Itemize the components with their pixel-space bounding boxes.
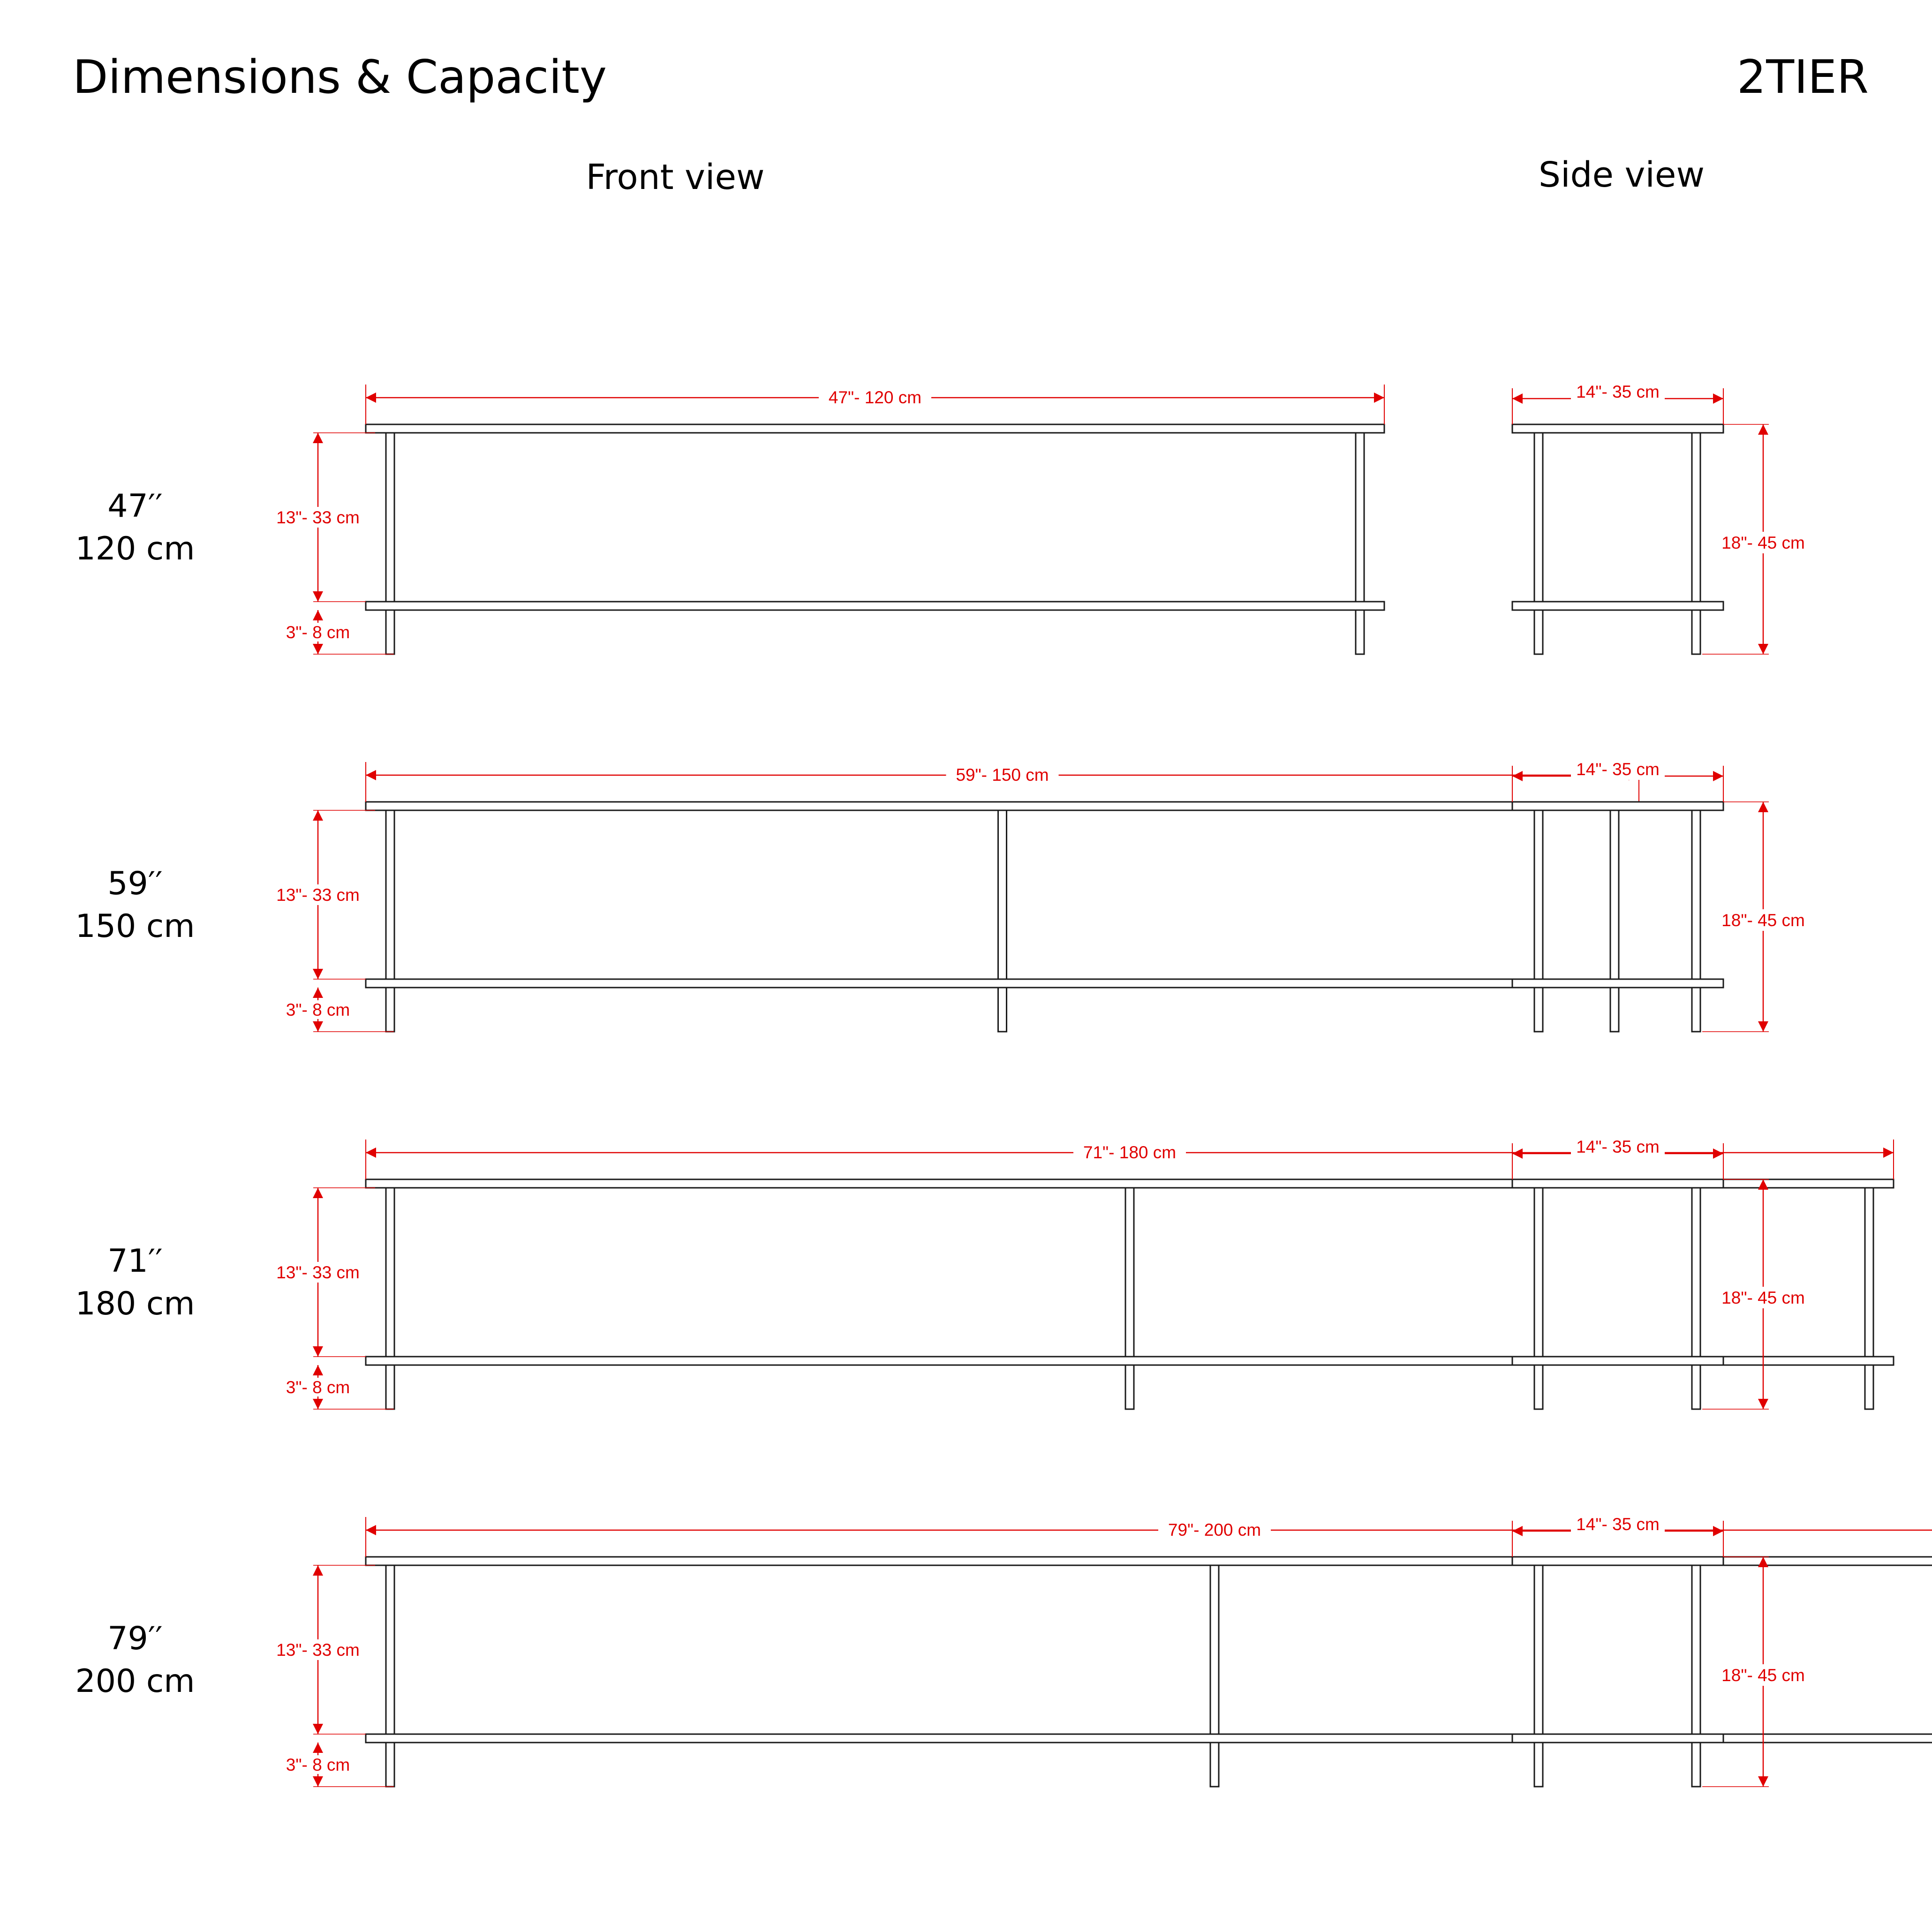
front-top-shelf [365, 801, 1640, 811]
label-backdrop [1571, 1514, 1665, 1535]
size-inches: 59′′ [107, 865, 162, 902]
side-view: 14"- 35 cm 18"- 45 cm [1511, 759, 1810, 1033]
page-title: Dimensions & Capacity [73, 51, 607, 104]
side-leg [1691, 1187, 1701, 1410]
side-leg [1533, 1187, 1544, 1410]
size-inches: 71′′ [107, 1243, 162, 1280]
configuration-row: 47′′ 120 cm 47"- 120 cm 13"- 33 cm 3"- 8 cm 1… [75, 382, 1810, 655]
front-leg [1355, 432, 1365, 655]
label-backdrop [1158, 1518, 1271, 1539]
label-backdrop [1571, 759, 1665, 780]
label-backdrop [1571, 1137, 1665, 1157]
total-height-dimension-label: 18"- 45 cm [1721, 911, 1805, 930]
front-view: 47"- 120 cm 13"- 33 cm 3"- 8 cm [271, 385, 1385, 655]
side-top-shelf [1511, 1556, 1724, 1566]
size-inches: 47′′ [107, 488, 162, 525]
foot-height-dimension-label: 3"- 8 cm [286, 1378, 350, 1397]
shelf-gap-dimension-label: 13"- 33 cm [276, 1263, 360, 1282]
width-dimension-label: 79"- 200 cm [1168, 1520, 1261, 1540]
side-leg [1533, 809, 1544, 1033]
label-backdrop [284, 1000, 352, 1019]
shelf-gap-dimension-label: 13"- 33 cm [276, 508, 360, 527]
label-backdrop [271, 1262, 365, 1283]
width-dimension-label: 47"- 120 cm [829, 388, 921, 407]
shelf-gap-dimension-label: 13"- 33 cm [276, 885, 360, 905]
size-inches: 79′′ [107, 1620, 162, 1657]
width-dimension-label: 59"- 150 cm [956, 765, 1049, 785]
side-leg [1533, 432, 1544, 655]
configuration-row: 59′′ 150 cm 59"- 150 cm 13"- 33 cm 3"- 8 cm 1… [75, 759, 1810, 1033]
side-leg [1691, 432, 1701, 655]
foot-height-dimension-label: 3"- 8 cm [286, 1755, 350, 1774]
side-leg [1691, 1564, 1701, 1788]
label-backdrop [946, 763, 1059, 784]
side-bottom-shelf [1511, 978, 1724, 989]
side-top-shelf [1511, 423, 1724, 434]
front-view-heading: Front view [586, 157, 764, 197]
configuration-row: 79′′ 200 cm 79"- 200 cm 13"- 33 cm 3"- 8 cm 1… [75, 1514, 1932, 1788]
side-top-shelf [1511, 1178, 1724, 1189]
front-view: 59"- 150 cm 13"- 33 cm 3"- 8 cm [271, 762, 1640, 1033]
configuration-rows: 47′′ 120 cm 47"- 120 cm 13"- 33 cm 3"- 8 cm 1… [75, 382, 1932, 1788]
side-leg [1533, 1564, 1544, 1788]
label-backdrop [1716, 1287, 1810, 1308]
label-backdrop [284, 1755, 352, 1774]
size-cm: 180 cm [75, 1285, 195, 1322]
width-dimension-label: 71"- 180 cm [1083, 1143, 1176, 1162]
front-leg [997, 809, 1007, 1033]
foot-height-dimension-label: 3"- 8 cm [286, 623, 350, 642]
label-backdrop [271, 1639, 365, 1660]
foot-height-dimension-label: 3"- 8 cm [286, 1000, 350, 1019]
total-height-dimension-label: 18"- 45 cm [1721, 1288, 1805, 1307]
front-leg [385, 1187, 395, 1410]
label-backdrop [1073, 1140, 1186, 1161]
label-backdrop [819, 385, 931, 406]
label-backdrop [271, 884, 365, 905]
label-backdrop [1716, 909, 1810, 931]
total-height-dimension-label: 18"- 45 cm [1721, 1666, 1805, 1685]
side-bottom-shelf [1511, 1356, 1724, 1366]
side-bottom-shelf [1511, 601, 1724, 611]
configuration-row: 71′′ 180 cm 71"- 180 cm 13"- 33 cm 3"- 8 cm 1… [75, 1137, 1894, 1410]
side-view: 14"- 35 cm 18"- 45 cm [1511, 382, 1810, 655]
label-backdrop [1716, 1664, 1810, 1686]
total-height-dimension-label: 18"- 45 cm [1721, 533, 1805, 552]
shelf-gap-dimension-label: 13"- 33 cm [276, 1640, 360, 1660]
size-cm: 200 cm [75, 1663, 195, 1700]
front-bottom-shelf [365, 601, 1385, 611]
side-leg [1691, 809, 1701, 1033]
side-bottom-shelf [1511, 1733, 1724, 1743]
front-bottom-shelf [365, 978, 1640, 989]
front-leg [1864, 1187, 1874, 1410]
side-view-heading: Side view [1539, 155, 1705, 195]
model-name: 2TIER [1737, 51, 1869, 104]
size-cm: 150 cm [75, 908, 195, 945]
depth-dimension-label: 14"- 35 cm [1576, 760, 1660, 779]
front-leg [385, 1564, 395, 1788]
side-view: 14"- 35 cm 18"- 45 cm [1511, 1514, 1810, 1788]
depth-dimension-label: 14"- 35 cm [1576, 1515, 1660, 1534]
front-top-shelf [365, 423, 1385, 434]
side-top-shelf [1511, 801, 1724, 811]
label-backdrop [1716, 532, 1810, 553]
front-leg [385, 809, 395, 1033]
front-leg [385, 432, 395, 655]
label-backdrop [284, 1378, 352, 1396]
label-backdrop [1571, 382, 1665, 402]
front-leg [1609, 809, 1620, 1033]
depth-dimension-label: 14"- 35 cm [1576, 1137, 1660, 1156]
front-leg [1124, 1187, 1135, 1410]
label-backdrop [284, 623, 352, 641]
depth-dimension-label: 14"- 35 cm [1576, 382, 1660, 401]
size-cm: 120 cm [75, 530, 195, 567]
label-backdrop [271, 507, 365, 528]
side-view: 14"- 35 cm 18"- 45 cm [1511, 1137, 1810, 1410]
front-leg [1209, 1564, 1220, 1788]
